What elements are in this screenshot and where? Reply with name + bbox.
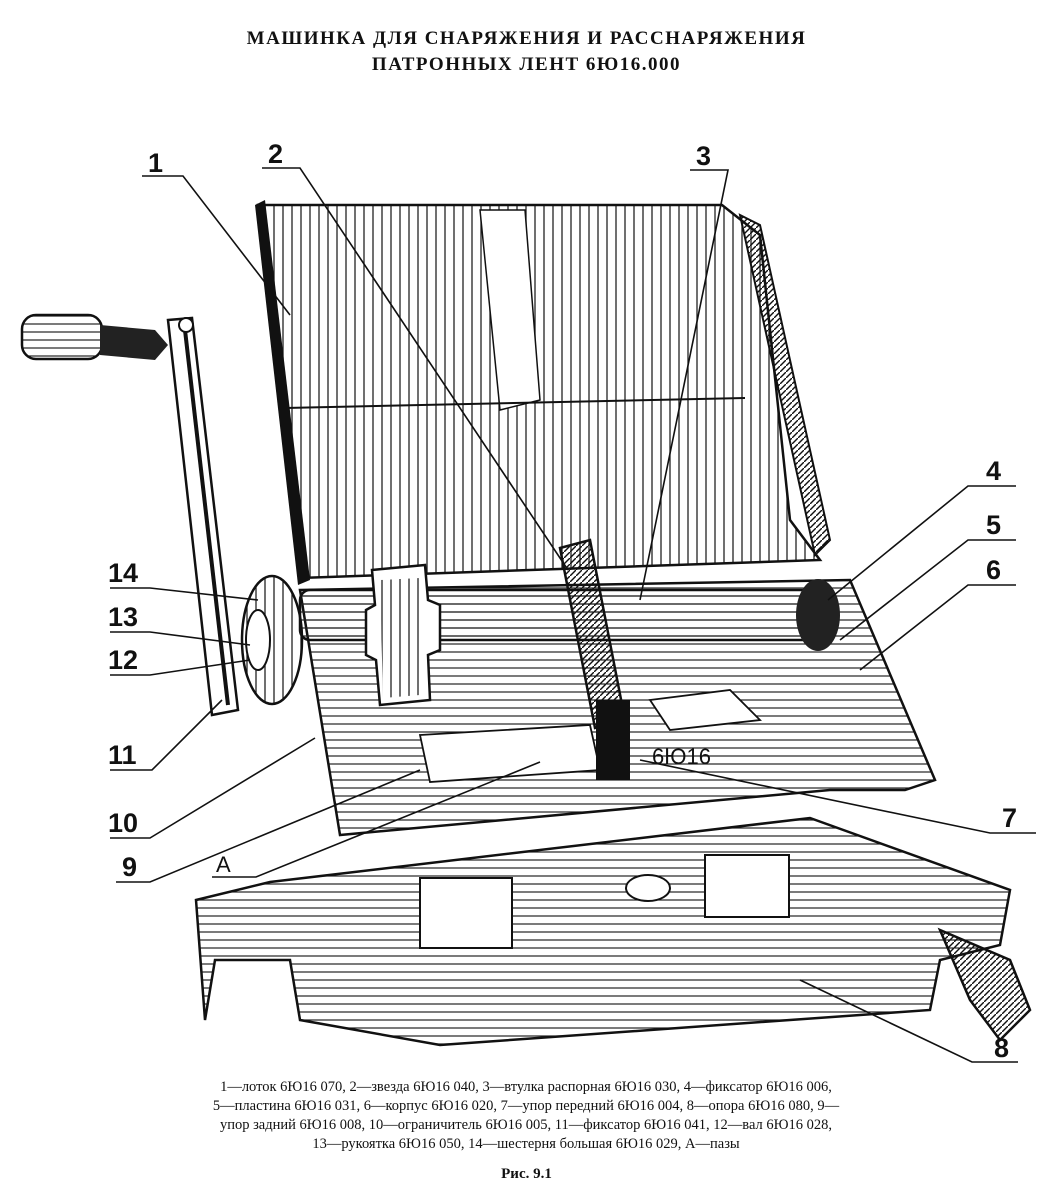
callout-a: А <box>216 852 231 877</box>
callout-13: 13 <box>108 602 138 632</box>
callout-10: 10 <box>108 808 138 838</box>
callout-2: 2 <box>268 139 283 169</box>
callout-4: 4 <box>986 456 1001 486</box>
callout-14: 14 <box>108 558 138 588</box>
callout-1: 1 <box>148 148 163 178</box>
callout-9: 9 <box>122 852 137 882</box>
figure-caption: 1—лоток 6Ю16 070, 2—звезда 6Ю16 040, 3—в… <box>86 1078 966 1154</box>
callout-3: 3 <box>696 141 711 171</box>
caption-line-3: упор задний 6Ю16 008, 10—ограничитель 6Ю… <box>219 1117 833 1133</box>
page-title-line-2: ПАТРОННЫХ ЛЕНТ 6Ю16.000 <box>371 54 682 75</box>
page-title-line-1: МАШИНКА ДЛЯ СНАРЯЖЕНИЯ И РАССНАРЯЖЕНИЯ <box>246 28 807 49</box>
caption-line-4: 13—рукоятка 6Ю16 050, 14—шестерня больша… <box>312 1136 740 1152</box>
callout-6: 6 <box>986 555 1001 585</box>
tray <box>255 200 832 585</box>
callout-5: 5 <box>986 510 1001 540</box>
leader-lines <box>110 167 1036 1063</box>
callout-7: 7 <box>1002 803 1017 833</box>
callout-12: 12 <box>108 645 138 675</box>
caption-line-2: 5—пластина 6Ю16 031, 6—корпус 6Ю16 020, … <box>212 1098 840 1114</box>
support-plate <box>194 816 1032 1047</box>
part-stamp: 6Ю16 <box>652 744 711 769</box>
figure-label: Рис. 9.1 <box>501 1166 552 1182</box>
star-wheel <box>364 563 442 707</box>
callout-8: 8 <box>994 1033 1009 1063</box>
crank-handle <box>20 313 240 717</box>
large-gear <box>240 574 304 706</box>
spacer-sleeve <box>558 538 630 780</box>
callout-11: 11 <box>108 740 137 770</box>
caption-line-1: 1—лоток 6Ю16 070, 2—звезда 6Ю16 040, 3—в… <box>220 1079 832 1095</box>
